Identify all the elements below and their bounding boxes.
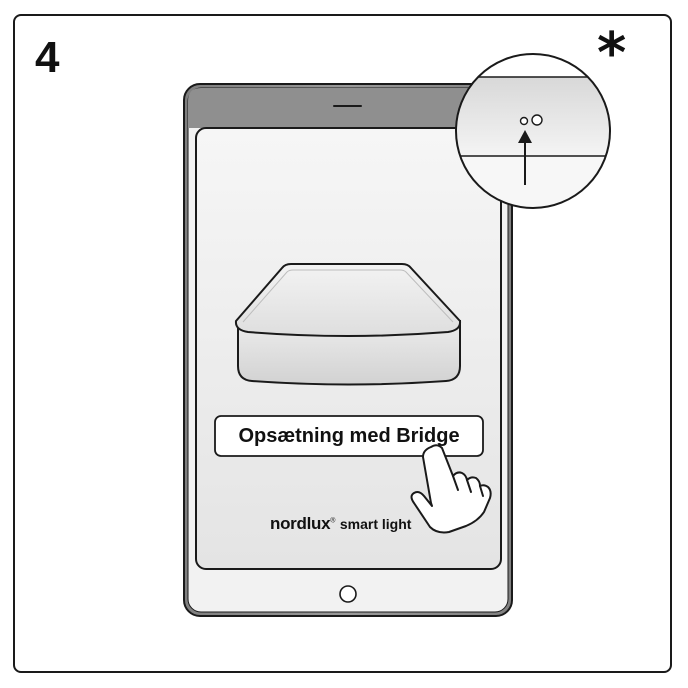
reset-hole-icon	[519, 116, 529, 126]
diagram-frame	[13, 14, 672, 673]
brand-registered-mark: ®	[330, 517, 336, 525]
setup-bridge-button-shape	[214, 415, 484, 457]
step-number: 4	[35, 33, 60, 82]
tablet-top-band	[188, 88, 508, 128]
brand-name: nordlux	[270, 514, 331, 533]
bridge-top-inner-edge	[242, 269, 454, 323]
brand-tagline: smart light	[339, 516, 412, 532]
footnote-asterisk: *	[597, 21, 627, 86]
bridge-top	[234, 263, 462, 337]
light-sensor-icon	[531, 114, 543, 126]
setup-bridge-button[interactable]: Opsætning med Bridge	[238, 424, 460, 447]
zoom-callout-ring	[455, 53, 611, 209]
zoom-callout	[456, 54, 610, 208]
bridge-device-illustration	[234, 263, 462, 386]
brand-logo: nordlux® smart light	[270, 514, 411, 534]
pointing-hand-icon	[410, 444, 492, 534]
bridge-side	[237, 320, 461, 386]
arrow-up-icon	[518, 130, 532, 185]
home-button-icon	[339, 585, 357, 603]
